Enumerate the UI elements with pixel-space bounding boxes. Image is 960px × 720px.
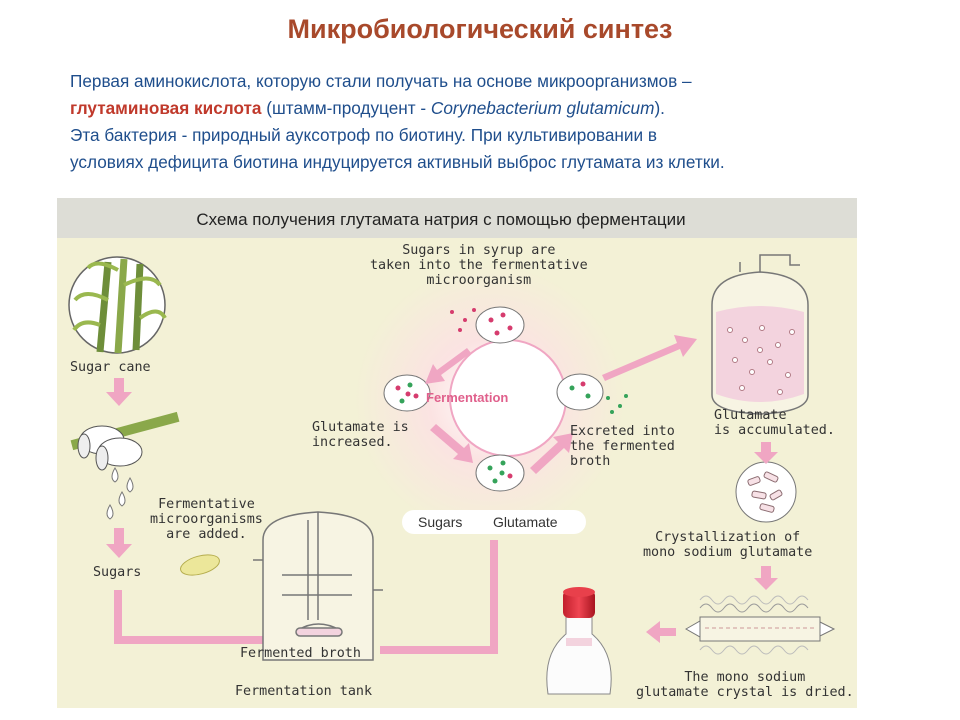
dryer-belt-icon [684,595,836,655]
strain-close: ). [654,98,665,118]
intro-line-2: глутаминовая кислота (штамм-продуцент - … [70,95,930,122]
fermented-broth-label: Fermented broth [240,646,361,661]
dried-label: The mono sodium glutamate crystal is dri… [636,670,854,700]
intro-line-1: Первая аминокислота, которую стали получ… [70,71,692,91]
sugars-syrup-label: Sugars in syrup are taken into the ferme… [370,243,588,288]
intro-text: Первая аминокислота, которую стали получ… [70,68,930,176]
legend-glutamate: Glutamate [493,514,558,530]
fermentation-tank-icon [253,511,383,661]
glutamate-increased-label: Glutamate is increased. [312,420,409,450]
juice-drops-icon [106,467,134,520]
sugar-cane-label: Sugar cane [70,360,151,375]
diagram-header [57,198,857,238]
crystals-illustration [735,461,797,523]
cell-top [450,306,525,344]
intro-line-4: условиях дефицита биотина индуцируется а… [70,152,725,172]
strain-name: Corynebacterium glutamicum [430,98,655,118]
glutamate-accumulated-label: Glutamate is accumulated. [714,408,835,438]
cell-left [383,374,431,412]
cycle-arrows [425,335,697,474]
intro-line-3: Эта бактерия - природный ауксотроф по би… [70,125,657,145]
fermenter-bubbles [727,325,795,395]
sugars-pipe [114,590,270,644]
fermentative-label: Fermentative microorganisms are added. [150,497,263,542]
fermentation-tank-label: Fermentation tank [235,684,373,699]
crusher-rollers-icon [70,411,180,471]
glutamic-acid-highlight: глутаминовая кислота [70,98,262,118]
msg-bottle-icon [546,587,612,695]
broth-pipe [380,540,498,654]
page-title: Микробиологический синтез [287,14,673,44]
cell-right [556,373,628,414]
excreted-label: Excreted into the fermented broth [570,424,675,469]
cell-bottom [475,454,525,492]
legend-sugars: Sugars [418,514,463,530]
fermenter-vessel-icon [711,254,809,415]
fermentation-label: Fermentation [426,390,509,405]
right-flow-arrows [646,442,778,643]
sugars-label: Sugars [93,565,142,580]
legend-box [402,510,586,534]
microorganism-pill-icon [180,554,220,576]
strain-text: (штамм-продуцент - [261,98,431,118]
crystallization-label: Crystallization of mono sodium glutamate [643,530,813,560]
sugar-cane-illustration [68,256,167,354]
diagram-caption: Схема получения глутамата натрия с помощ… [196,210,686,229]
